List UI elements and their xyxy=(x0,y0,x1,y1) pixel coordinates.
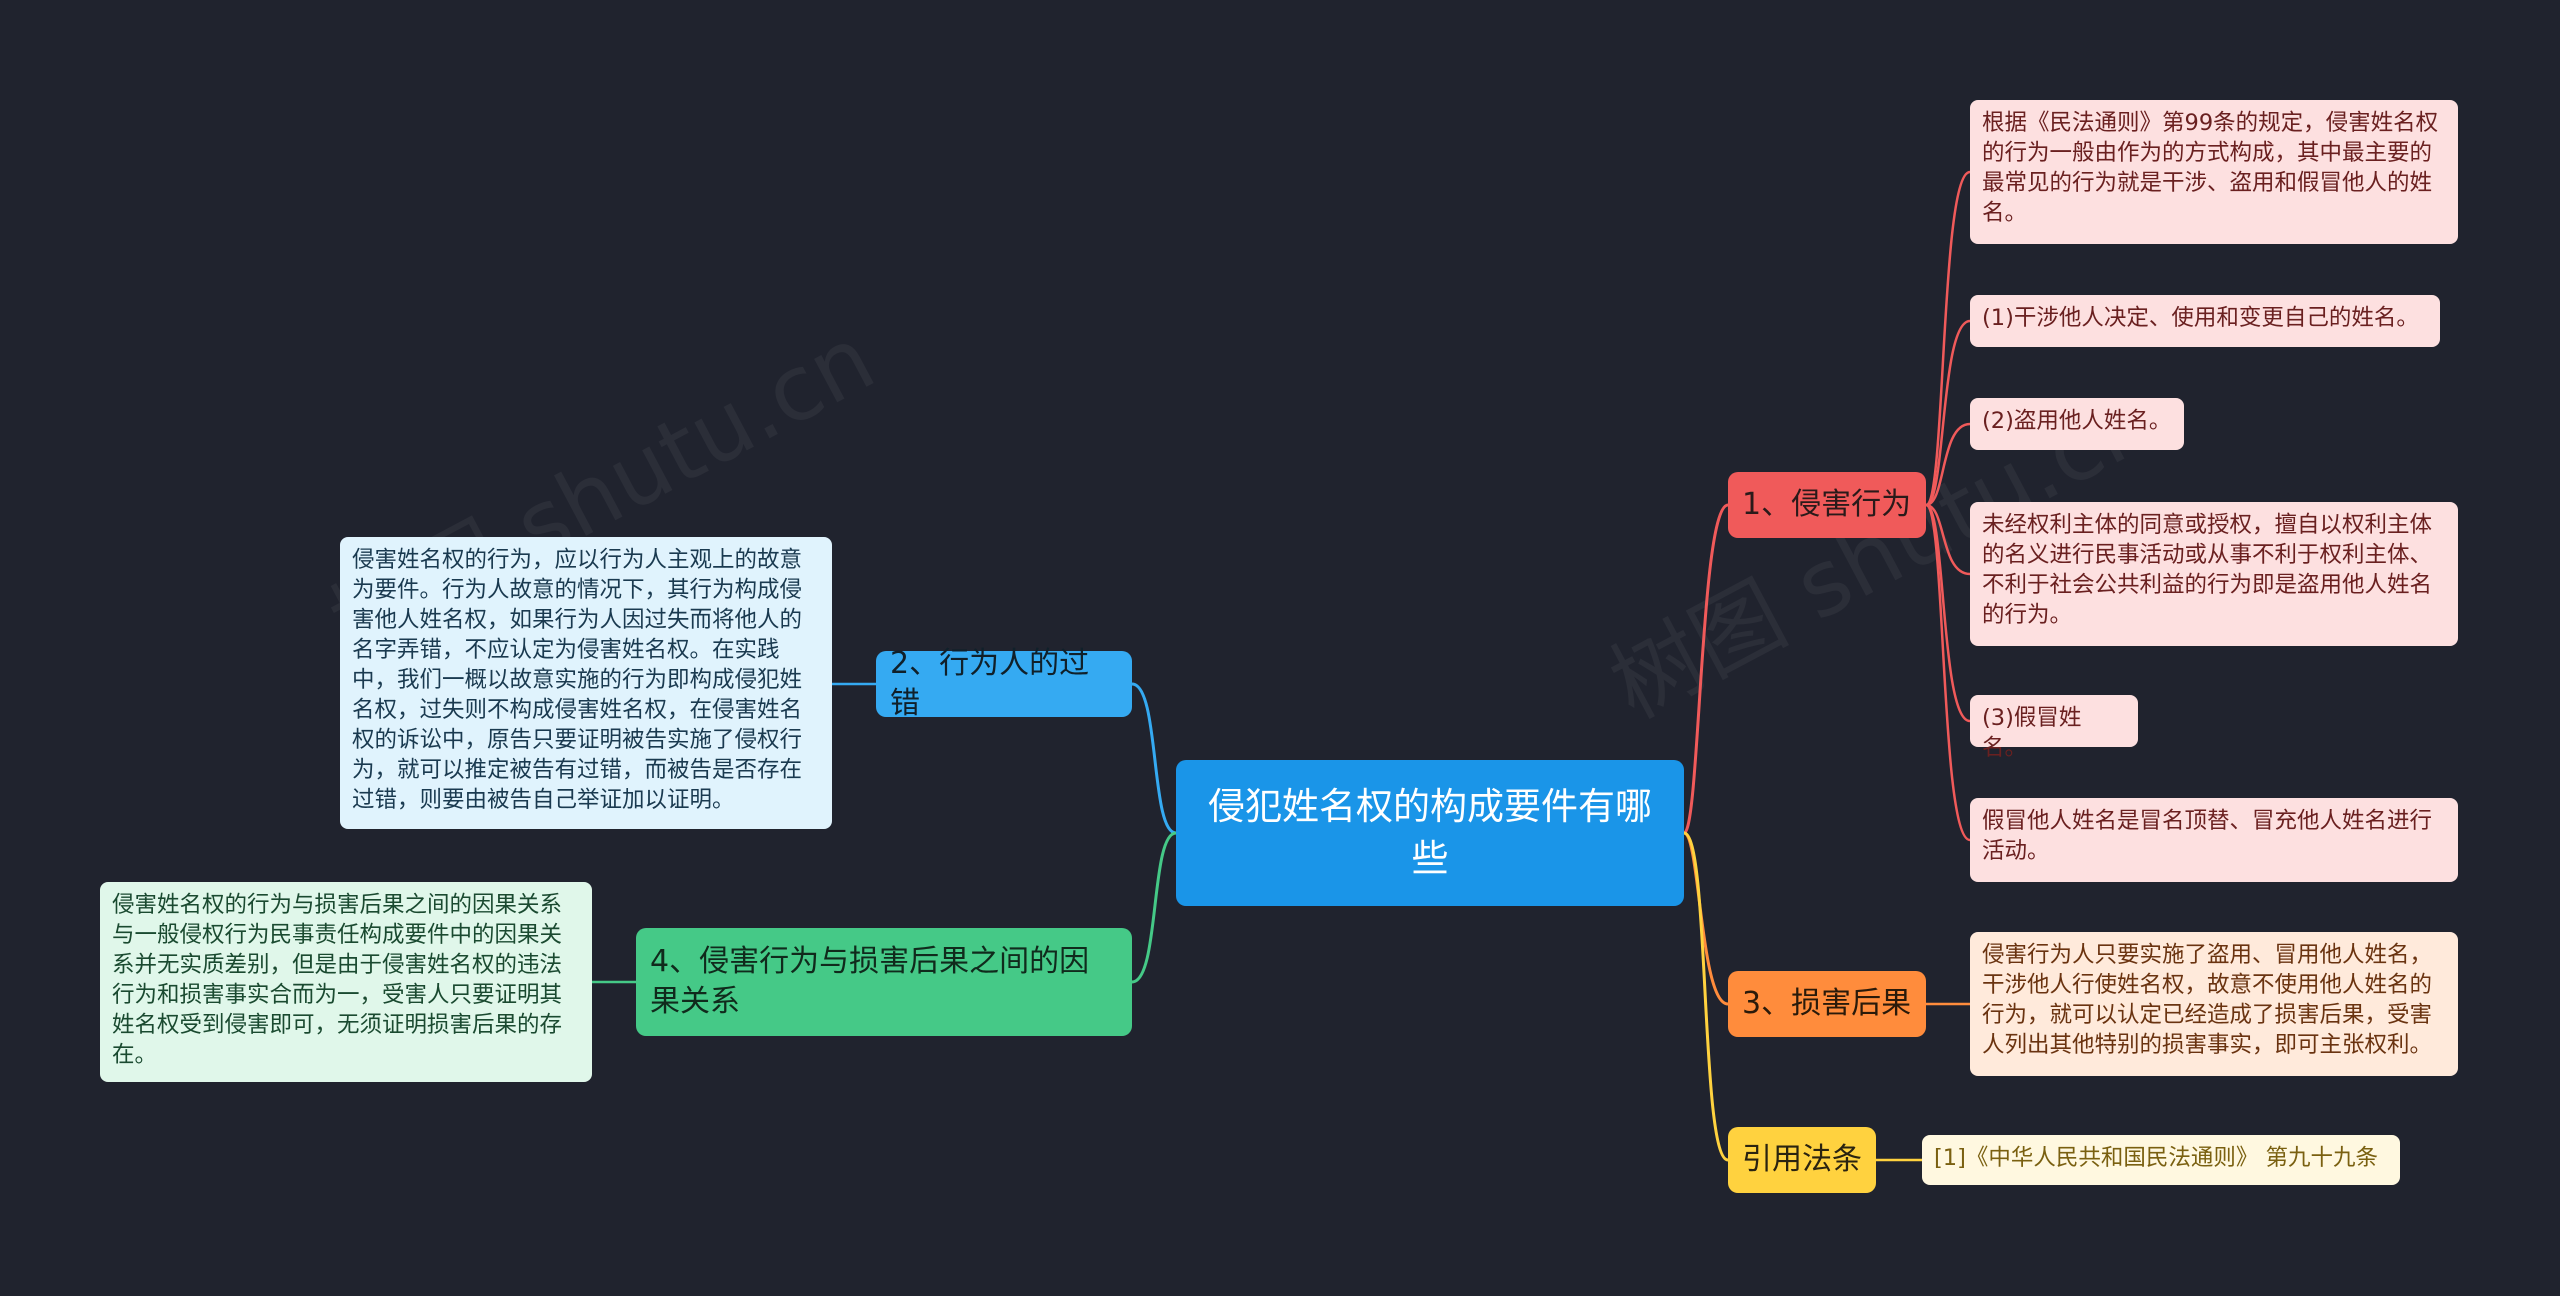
connector-root-b4 xyxy=(1131,831,1177,984)
leaf-damage-result-1[interactable]: 侵害行为人只要实施了盗用、冒用他人姓名，干涉他人行使姓名权，故意不使用他人姓名的… xyxy=(1970,932,2458,1076)
branch-infringing-act[interactable]: 1、侵害行为 xyxy=(1728,472,1926,538)
leaf-infringing-act-3[interactable]: (2)盗用他人姓名。 xyxy=(1970,398,2184,450)
branch-damage-result[interactable]: 3、损害后果 xyxy=(1728,971,1926,1037)
leaf-causation-1[interactable]: 侵害姓名权的行为与损害后果之间的因果关系与一般侵权行为民事责任构成要件中的因果关… xyxy=(100,882,592,1082)
branch-cited-law[interactable]: 引用法条 xyxy=(1728,1127,1876,1193)
leaf-infringing-act-2[interactable]: (1)干涉他人决定、使用和变更自己的姓名。 xyxy=(1970,295,2440,347)
leaf-cited-law-1[interactable]: [1]《中华人民共和国民法通则》 第九十九条 xyxy=(1922,1135,2400,1185)
root-topic[interactable]: 侵犯姓名权的构成要件有哪些 xyxy=(1176,760,1684,906)
leaf-infringing-act-6[interactable]: 假冒他人姓名是冒名顶替、冒充他人姓名进行活动。 xyxy=(1970,798,2458,882)
branch-causation[interactable]: 4、侵害行为与损害后果之间的因果关系 xyxy=(636,928,1132,1036)
connector-root-b3 xyxy=(1683,831,1729,1006)
leaf-infringing-act-1[interactable]: 根据《民法通则》第99条的规定，侵害姓名权的行为一般由作为的方式构成，其中最主要… xyxy=(1970,100,2458,244)
connector-root-b2 xyxy=(1131,682,1177,835)
leaf-actor-fault-1[interactable]: 侵害姓名权的行为，应以行为人主观上的故意为要件。行为人故意的情况下，其行为构成侵… xyxy=(340,537,832,829)
branch-actor-fault[interactable]: 2、行为人的过错 xyxy=(876,646,1132,721)
connector-root-bref xyxy=(1683,831,1729,1162)
leaf-infringing-act-5[interactable]: (3)假冒姓名。 xyxy=(1970,695,2138,761)
leaf-infringing-act-4[interactable]: 未经权利主体的同意或授权，擅自以权利主体的名义进行民事活动或从事不利于权利主体、… xyxy=(1970,502,2458,646)
